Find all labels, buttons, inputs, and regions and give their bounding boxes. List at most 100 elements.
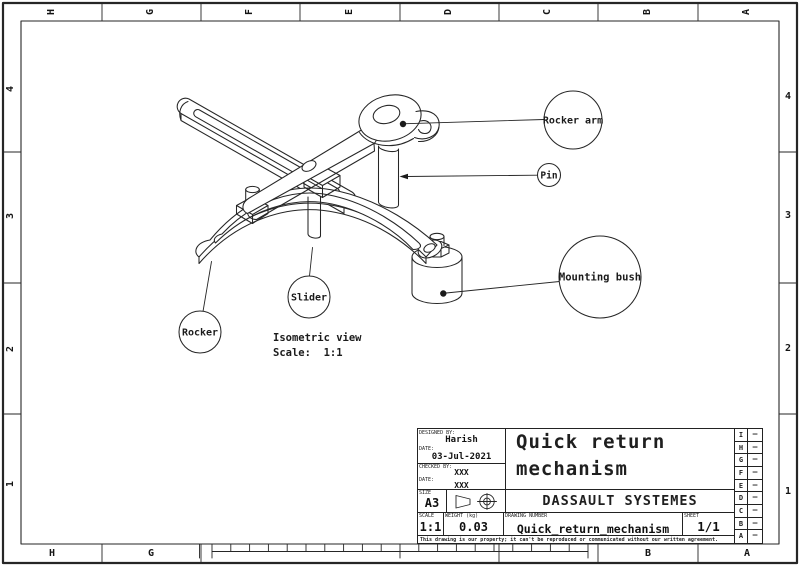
view-caption-line2: Scale: 1:1 [273,347,343,359]
grid-letter-top: H [46,8,57,16]
grid-letter-top: G [145,8,156,16]
weight-cell: WEIGHT (kg) 0.03 [444,513,504,536]
property-note-cell: This drawing is our property; it can't b… [418,536,734,543]
grid-number-right: 1 [784,486,792,497]
revision-row: B– [735,517,762,531]
scale-cell: SCALE 1:1 [418,513,444,536]
rocker-arm-lever [242,94,440,221]
grid-number-left: 3 [5,212,16,220]
checked-by-cell: CHECKED BY: XXX DATE: XXX [418,464,506,490]
grid-letter-top: E [344,8,355,16]
revision-value: – [752,454,758,464]
grid-number-left: 1 [5,480,16,488]
drawing-number-label: DRAWING NUMBER [505,513,548,519]
leader-lines [202,119,560,312]
sheet-label: SHEET [684,513,700,519]
drawing-number-value: Quick_return_mechanism [516,522,670,536]
revision-letter: C [735,504,748,517]
projection-symbol-cell [447,490,506,513]
grid-letter-top: A [741,8,752,16]
grid-letter-top: B [642,8,653,16]
revision-row: I– [735,429,762,442]
grid-number-right: 3 [784,210,792,221]
drawing-number-cell: DRAWING NUMBER Quick_return_mechanism [504,513,683,536]
balloon-rocker: Rocker [178,310,222,354]
balloon-pin: Pin [536,162,562,188]
grid-letter-bottom: A [743,548,751,559]
date-value: 03-Jul-2021 [431,452,492,462]
date2-value: XXX [454,481,469,490]
scale-label: SCALE [419,513,435,519]
balloon-label: Pin [540,171,557,182]
weight-value: 0.03 [459,520,488,534]
revision-letter: I [735,429,748,441]
property-note: This drawing is our property; it can't b… [420,537,719,543]
calibration-ruler [199,543,589,559]
revision-row: E– [735,479,762,493]
size-label: SIZE [419,490,432,496]
designed-by-label: DESIGNED BY: [419,430,456,436]
revision-value: – [752,504,758,514]
balloon-label: Mounting bush [559,272,641,284]
size-value: A3 [424,496,440,510]
grid-number-left: 2 [5,345,16,353]
drawing-title-line1: Quick return [516,431,666,453]
company-name: DASSAULT SYSTEMES [542,493,698,509]
revision-letter: A [735,530,748,543]
revision-row: G– [735,454,762,467]
grid-letter-bottom: H [48,548,56,559]
balloon-label: Slider [291,292,327,304]
revision-letter: G [735,454,748,466]
grid-number-left: 4 [5,85,16,93]
title-block: DESIGNED BY: Harish DATE: 03-Jul-2021 CH… [417,428,763,544]
revision-value: – [752,466,758,476]
date-label: DATE: [419,446,435,452]
size-cell: SIZE A3 [418,490,447,513]
designed-by-value: Harish [445,435,478,445]
leader-arrow [399,173,408,180]
revision-row: D– [735,492,762,505]
grid-number-right: 4 [784,91,792,102]
sheet-value: 1/1 [697,519,720,534]
revision-letter: B [735,517,748,530]
balloon-mounting-bush: Mounting bush [558,235,642,319]
sheet-cell: SHEET 1/1 [683,513,734,536]
grid-number-right: 2 [784,343,792,354]
revision-row: A– [735,530,762,543]
revision-row: H– [735,441,762,455]
grid-letter-top: D [443,8,454,16]
revision-value: – [752,479,758,489]
revision-value: – [752,530,758,540]
title-cell: Quick return mechanism [506,429,734,490]
projection-symbol-icon [455,493,497,510]
revision-value: – [752,429,758,438]
designed-by-cell: DESIGNED BY: Harish DATE: 03-Jul-2021 [418,429,506,464]
balloon-label: Rocker arm [543,116,603,127]
leader-dot [399,120,407,128]
grid-letter-bottom: G [147,548,155,559]
leader-dot [440,290,447,297]
weight-label: WEIGHT (kg) [445,513,479,519]
balloon-slider: Slider [287,275,331,319]
revision-value: – [752,441,758,451]
view-caption-line1: Isometric view [273,332,362,344]
grid-letter-top: F [244,8,255,16]
revision-letter: D [735,492,748,504]
revision-row: F– [735,466,762,480]
checked-by-value: XXX [454,468,469,477]
balloon-rocker-arm: Rocker arm [543,90,603,150]
revision-value: – [752,517,758,527]
revision-letter: E [735,479,748,492]
checked-by-label: CHECKED BY: [419,464,453,470]
pin-cylinder [377,145,400,209]
revision-letter: F [735,466,748,479]
scale-value: 1:1 [419,520,442,534]
revision-table: I– H– G– F– E– D– C– B– A– [734,429,762,543]
revision-row: C– [735,504,762,518]
balloon-label: Rocker [182,328,218,339]
revision-value: – [752,492,758,502]
company-cell: DASSAULT SYSTEMES [506,490,734,513]
